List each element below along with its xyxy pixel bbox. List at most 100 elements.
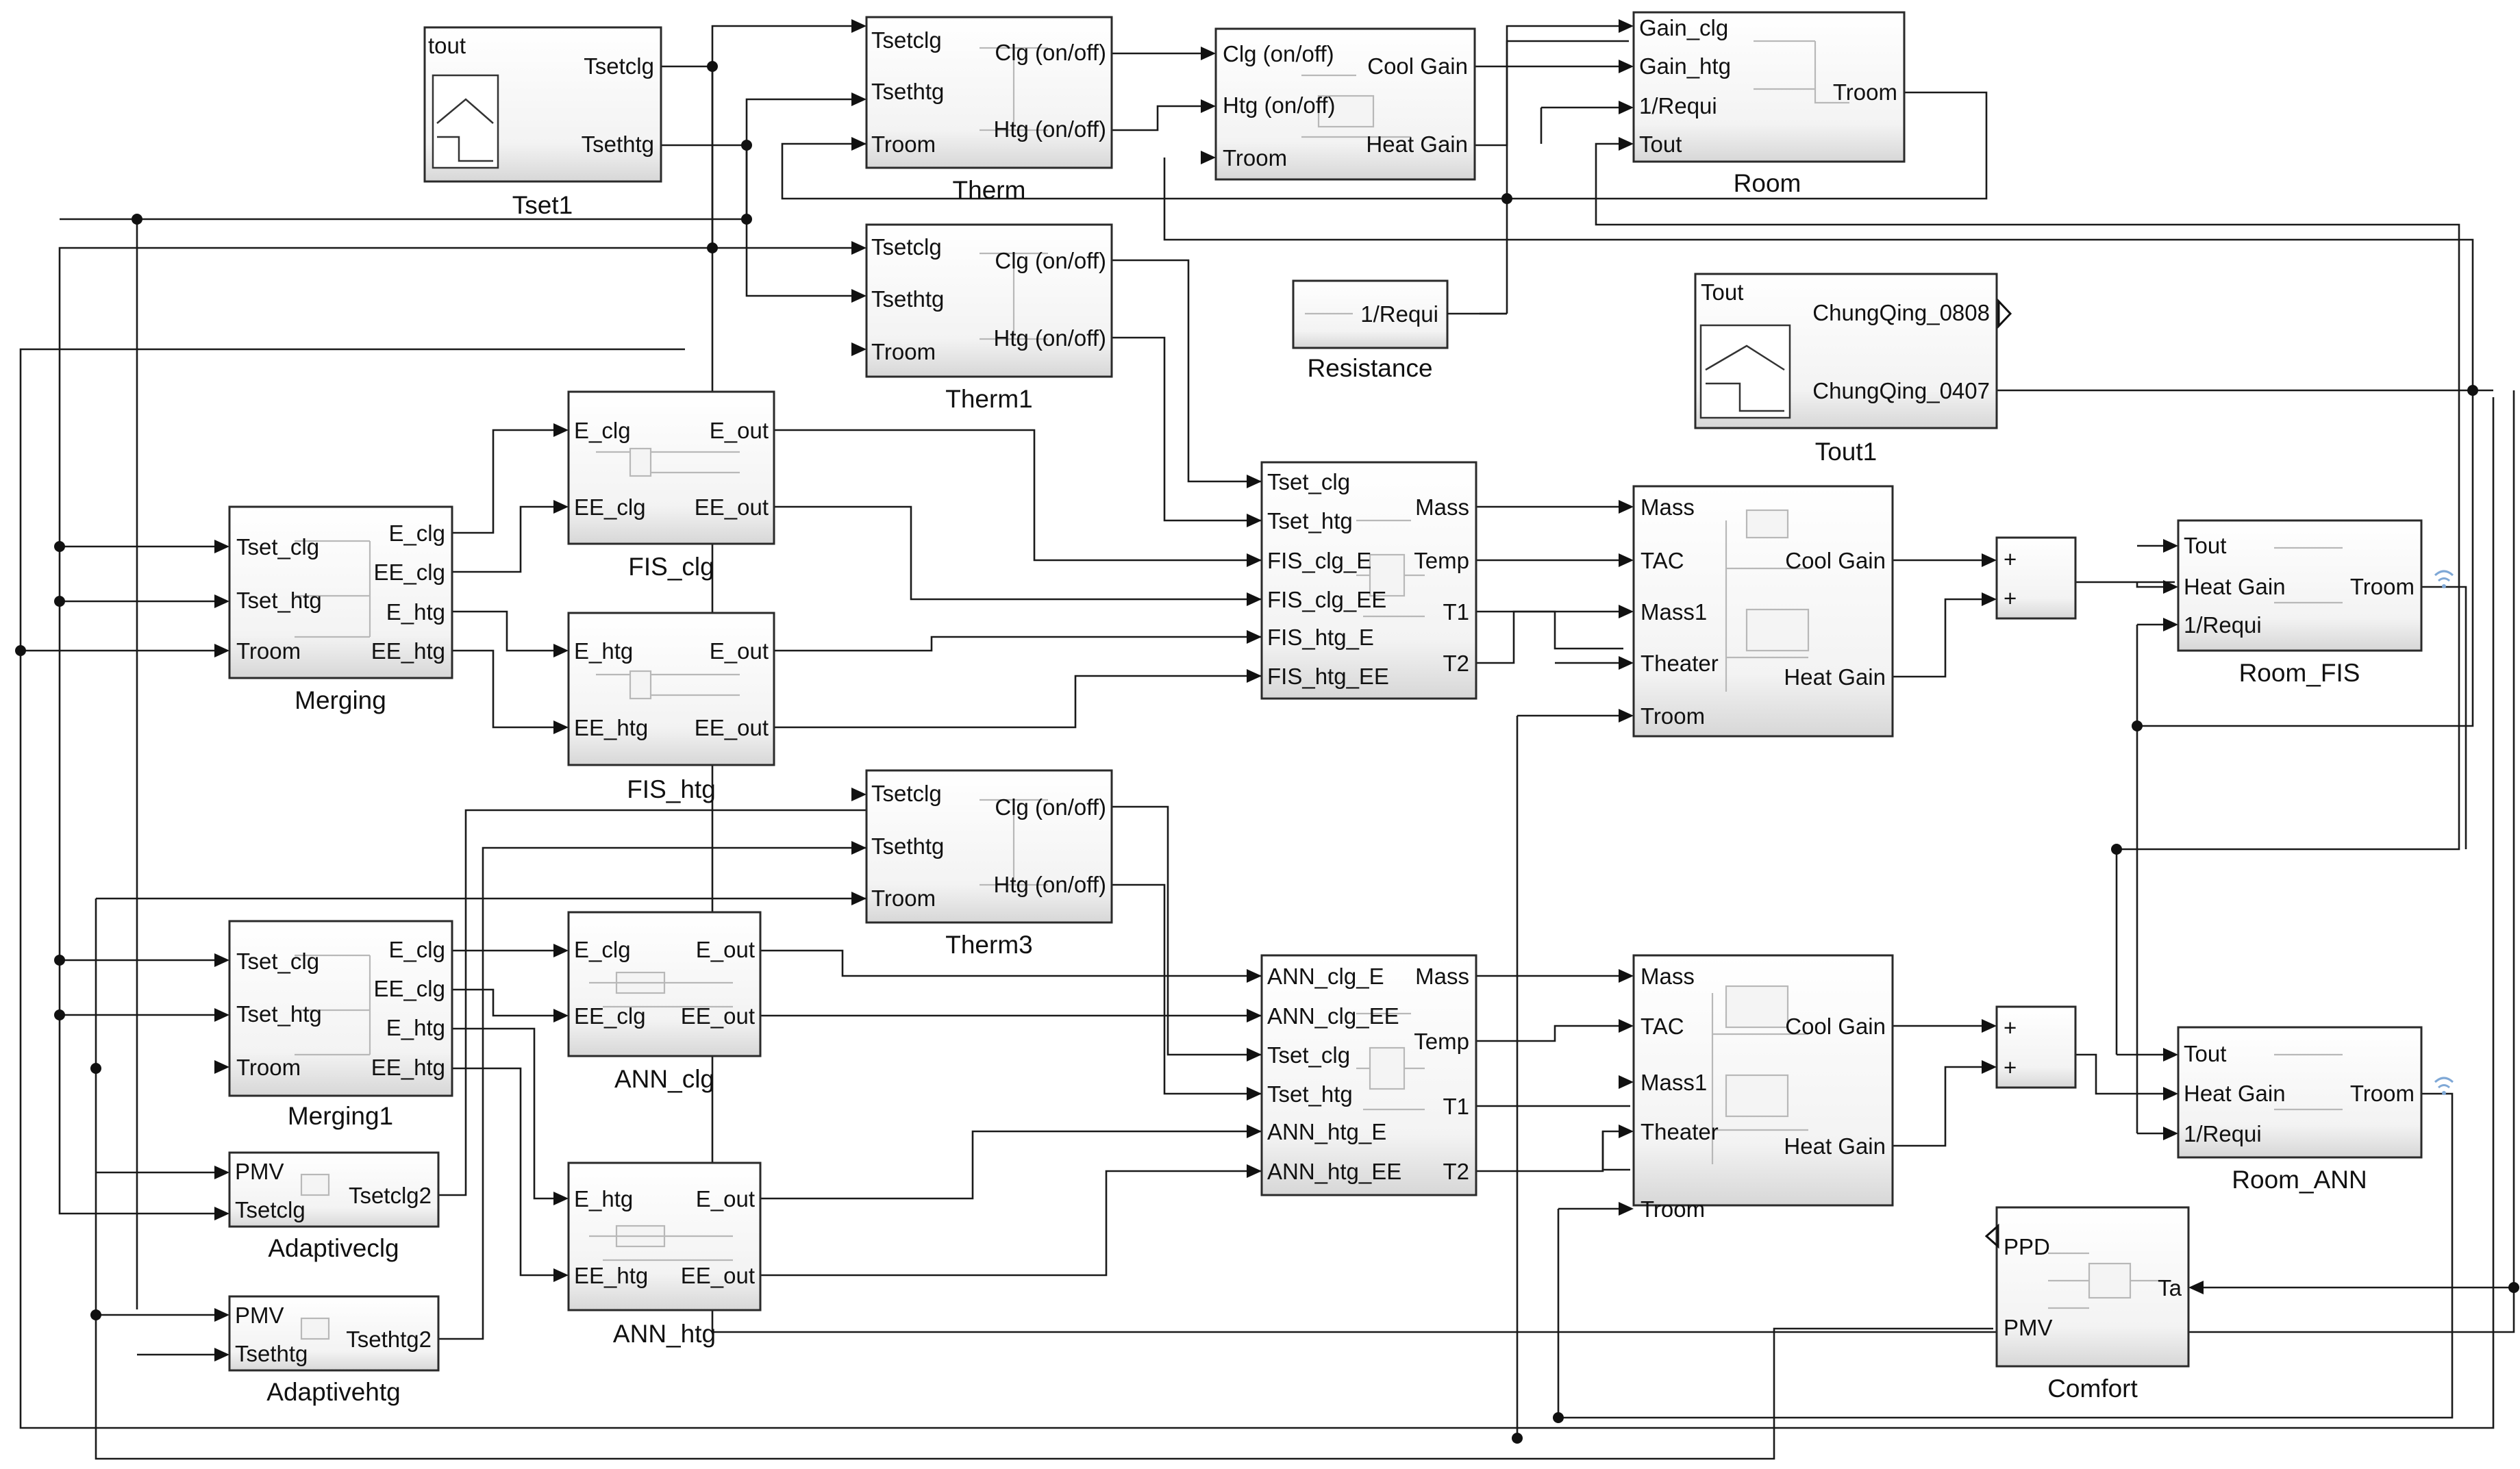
merging1-out-2: EE_clg [373, 976, 445, 1001]
therm-in-2: Tsethtg [871, 79, 944, 104]
branch-points [15, 61, 2519, 1444]
therm1-in-1: Tsetclg [871, 234, 942, 260]
therm-in-3: Troom [871, 131, 936, 157]
sum-fis-sign-1: + [2004, 547, 2017, 572]
adaptiveclg-label: Adaptiveclg [268, 1234, 399, 1262]
fis-mixer-block[interactable]: Tset_clg Tset_htg FIS_clg_E FIS_clg_EE F… [1260, 461, 1477, 700]
comfort-in-1: Ta [2158, 1275, 2182, 1301]
merging1-out-3: E_htg [386, 1015, 445, 1040]
comfort-label: Comfort [2047, 1374, 2138, 1403]
hvac-ann-out-1: Cool Gain [1785, 1014, 1886, 1039]
adaptiveclg-block[interactable]: PMV Tsetclg Tsetclg2 Adaptiveclg [228, 1151, 440, 1262]
merging1-out-4: EE_htg [371, 1055, 445, 1080]
merging1-block[interactable]: Tset_clg Tset_htg Troom E_clg EE_clg E_h… [228, 920, 453, 1130]
tout1-block[interactable]: Tout ChungQing_0808 ChungQing_0407 Tout1 [1694, 273, 2012, 466]
hvac-fis-in-3: Mass1 [1641, 599, 1707, 625]
sum-fis-block[interactable]: + + [1995, 536, 2077, 620]
hvac-fis-out-1: Cool Gain [1785, 548, 1886, 573]
merging-in-1: Tset_clg [236, 534, 319, 560]
room-fis-in-1: Tout [2184, 533, 2226, 558]
room-fis-block[interactable]: Tout Heat Gain 1/Requi Troom Room_FIS [2177, 519, 2454, 687]
room-fis-in-3: 1/Requi [2184, 612, 2262, 638]
sum-fis-sign-2: + [2004, 586, 2017, 611]
merging1-in-2: Tset_htg [236, 1001, 322, 1027]
therm3-label: Therm3 [945, 931, 1032, 959]
therm1-in-2: Tsethtg [871, 286, 944, 312]
adaptivehtg-label: Adaptivehtg [266, 1378, 400, 1406]
room-ann-block[interactable]: Tout Heat Gain 1/Requi Troom Room_ANN [2177, 1026, 2454, 1194]
therm-in-1: Tsetclg [871, 27, 942, 53]
therm3-out-2: Htg (on/off) [994, 872, 1106, 897]
therm-block[interactable]: Tsetclg Tsethtg Troom Clg (on/off) Htg (… [865, 16, 1113, 204]
room-ann-in-1: Tout [2184, 1041, 2226, 1066]
fis-htg-out-1: E_out [710, 638, 769, 664]
tset1-label: Tset1 [512, 191, 573, 219]
merging-in-2: Tset_htg [236, 588, 322, 613]
fis-clg-out-2: EE_out [695, 494, 769, 520]
tset1-title: tout [428, 33, 466, 58]
ann-htg-in-1: E_htg [574, 1186, 633, 1211]
therm1-out-1: Clg (on/off) [995, 248, 1106, 273]
ann-clg-block[interactable]: E_clg EE_clg E_out EE_out ANN_clg [567, 911, 762, 1093]
room-ann-label: Room_ANN [2232, 1166, 2367, 1194]
hvac-ann-in-2: TAC [1641, 1014, 1684, 1039]
hvac-fis-block[interactable]: Mass TAC Mass1 Theater Troom Cool Gain H… [1632, 485, 1894, 738]
comfort-block[interactable]: PPD PMV Ta Comfort [1984, 1206, 2190, 1403]
merging-out-2: EE_clg [373, 560, 445, 585]
heater-block[interactable]: Clg (on/off) Htg (on/off) Troom Cool Gai… [1214, 27, 1476, 181]
hvac-fis-out-2: Heat Gain [1784, 664, 1886, 690]
sum-ann-block[interactable]: + + [1995, 1005, 2077, 1089]
ann-mixer-block[interactable]: ANN_clg_E ANN_clg_EE Tset_clg Tset_htg A… [1260, 954, 1477, 1196]
adaptiveclg-in-2: Tsetclg [235, 1197, 305, 1222]
hvac-ann-in-5: Troom [1641, 1196, 1705, 1222]
merging-block[interactable]: Tset_clg Tset_htg Troom E_clg EE_clg E_h… [228, 505, 453, 714]
room-ann-out-1: Troom [2350, 1081, 2415, 1106]
resistance-block[interactable]: 1/Requi Resistance [1292, 279, 1449, 382]
hvac-ann-block[interactable]: Mass TAC Mass1 Theater Troom Cool Gain H… [1632, 954, 1894, 1222]
therm-label: Therm [953, 176, 1026, 204]
fis-clg-block[interactable]: E_clg EE_clg E_out EE_out FIS_clg [567, 390, 775, 581]
ann-mix-out-3: T1 [1443, 1094, 1469, 1119]
fis-htg-out-2: EE_out [695, 715, 769, 740]
fis-mix-out-4: T2 [1443, 651, 1469, 676]
fis-clg-in-1: E_clg [574, 418, 631, 443]
ann-htg-label: ANN_htg [613, 1320, 716, 1348]
fis-mix-in-6: FIS_htg_EE [1267, 664, 1389, 689]
tout1-out-2: ChungQing_0407 [1812, 378, 1990, 403]
hvac-ann-in-1: Mass [1641, 964, 1695, 989]
therm3-block[interactable]: Tsetclg Tsethtg Troom Clg (on/off) Htg (… [865, 769, 1113, 959]
merging-out-1: E_clg [388, 520, 445, 546]
hvac-fis-in-4: Theater [1641, 651, 1719, 676]
room-label: Room [1734, 169, 1801, 197]
therm-out-2: Htg (on/off) [994, 116, 1106, 142]
fis-clg-out-1: E_out [710, 418, 769, 443]
merging1-out-1: E_clg [388, 937, 445, 962]
resistance-label: Resistance [1307, 354, 1432, 382]
room-block[interactable]: Gain_clg Gain_htg 1/Requi Tout Troom Roo… [1632, 11, 1906, 197]
ann-htg-block[interactable]: E_htg EE_htg E_out EE_out ANN_htg [567, 1162, 762, 1348]
hvac-fis-in-2: TAC [1641, 548, 1684, 573]
comfort-out-1: PPD [2004, 1234, 2050, 1259]
therm1-out-2: Htg (on/off) [994, 325, 1106, 351]
tset1-block[interactable]: tout Tsetclg Tsethtg Tset1 [423, 26, 662, 219]
merging1-label: Merging1 [288, 1102, 393, 1130]
therm3-in-2: Tsethtg [871, 833, 944, 859]
room-fis-out-1: Troom [2350, 574, 2415, 599]
therm1-block[interactable]: Tsetclg Tsethtg Troom Clg (on/off) Htg (… [865, 223, 1113, 413]
heater-in-1: Clg (on/off) [1223, 41, 1334, 66]
therm1-in-3: Troom [871, 339, 936, 364]
fis-htg-in-1: E_htg [574, 638, 633, 664]
ann-clg-in-2: EE_clg [574, 1003, 646, 1029]
tset1-out-1: Tsetclg [584, 53, 654, 79]
room-ann-in-2: Heat Gain [2184, 1081, 2286, 1106]
hvac-fis-in-1: Mass [1641, 494, 1695, 520]
fis-mix-in-4: FIS_clg_EE [1267, 587, 1386, 612]
adaptivehtg-block[interactable]: PMV Tsethtg Tsethtg2 Adaptivehtg [228, 1295, 440, 1406]
fis-mix-in-3: FIS_clg_E [1267, 548, 1371, 573]
fis-htg-block[interactable]: E_htg EE_htg E_out EE_out FIS_htg [567, 612, 775, 803]
sum-ann-sign-1: + [2004, 1015, 2017, 1040]
fis-mix-in-5: FIS_htg_E [1267, 625, 1374, 650]
goto-tag-icon [1997, 299, 2012, 329]
ann-clg-in-1: E_clg [574, 937, 631, 962]
